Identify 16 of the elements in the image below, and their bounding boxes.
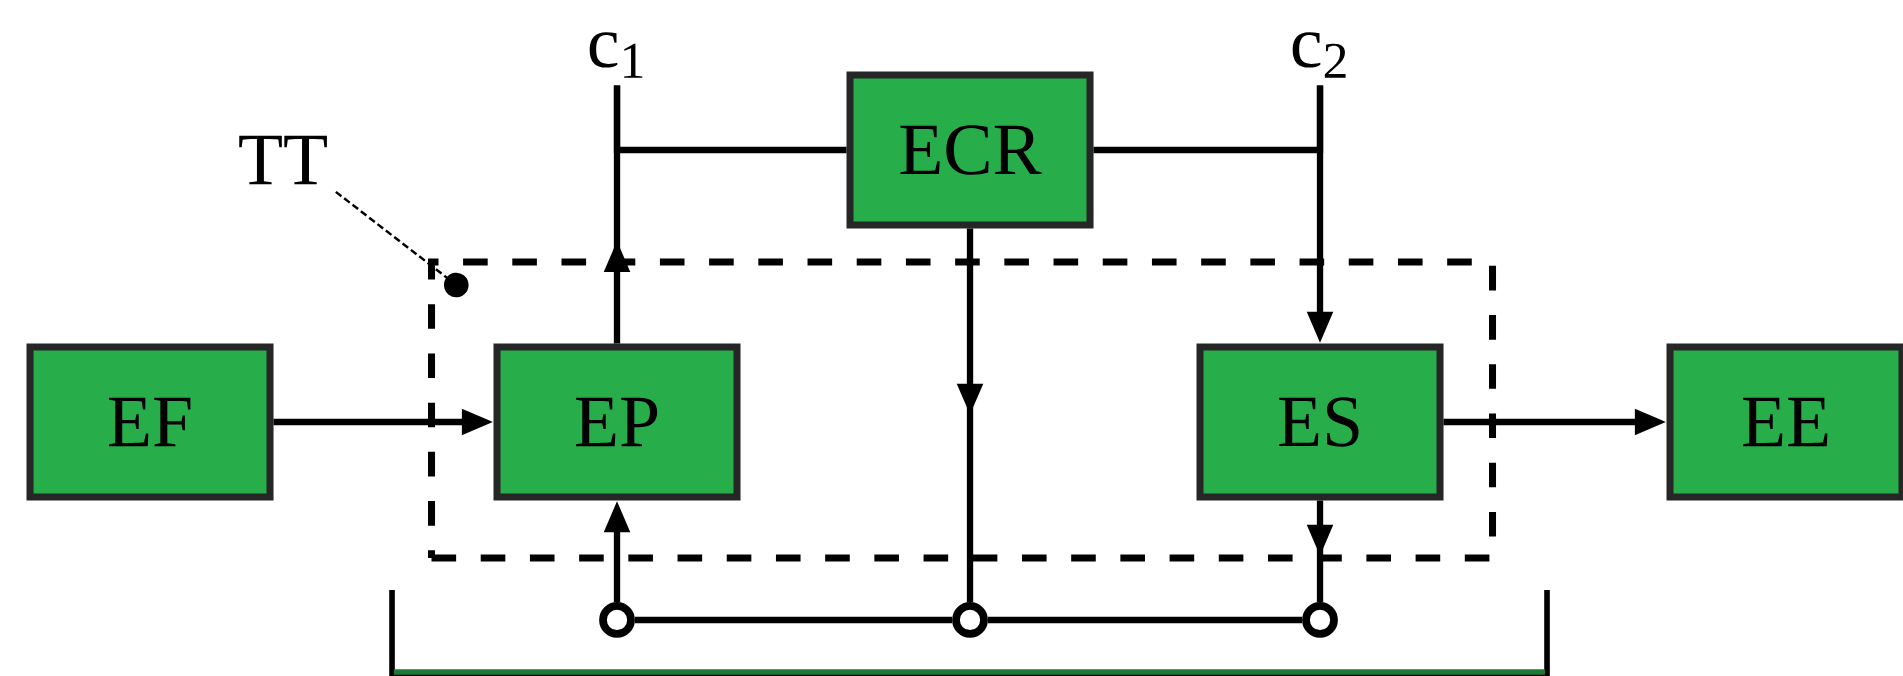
process-box: ECR xyxy=(846,71,1094,229)
process-box: EE xyxy=(1666,343,1903,501)
junction-circle xyxy=(1302,602,1338,638)
node-label: TT xyxy=(239,135,327,185)
connector-line xyxy=(613,85,847,154)
connector-line xyxy=(987,616,1303,624)
process-box: ES xyxy=(1196,343,1444,501)
node-label: c$_{2}$ xyxy=(1292,32,1346,78)
junction-circle xyxy=(952,602,988,638)
dashed-boundary xyxy=(428,258,1497,562)
process-box: EF xyxy=(26,343,274,501)
connector-line xyxy=(634,616,953,624)
leader-line xyxy=(335,190,469,298)
node-label: c$_{1}$ xyxy=(589,32,643,78)
process-box: EP xyxy=(493,343,741,501)
junction-circle xyxy=(599,602,635,638)
